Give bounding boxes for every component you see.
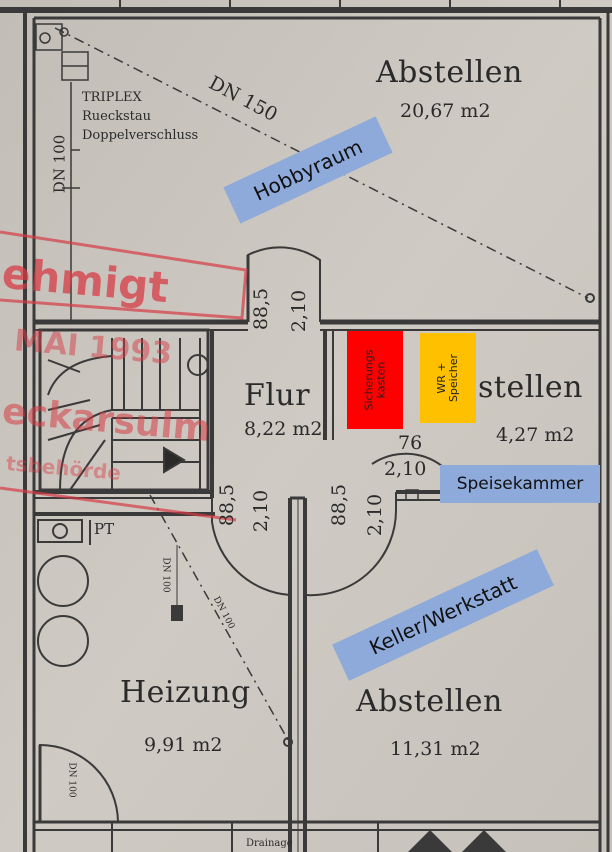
room-abstellen-bottom-name: Abstellen bbox=[356, 684, 503, 719]
door-left-height: 2,10 bbox=[250, 489, 273, 533]
room-heizung-name: Heizung bbox=[120, 675, 251, 710]
door-swings bbox=[38, 246, 443, 823]
staircase bbox=[38, 328, 210, 492]
room-abstellen-top-name: Abstellen bbox=[376, 55, 523, 90]
door-pantry-width: 76 bbox=[398, 432, 423, 454]
room-heizung-area: 9,91 m2 bbox=[144, 734, 223, 756]
pipe-lines bbox=[54, 27, 589, 741]
room-flur-area: 8,22 m2 bbox=[244, 418, 323, 440]
dn100-small-label: DN 100 bbox=[160, 557, 171, 593]
speisekammer-label: Speisekammer bbox=[440, 465, 600, 503]
heating-fixtures bbox=[37, 519, 183, 667]
triplex-line-2: Rueckstau bbox=[82, 109, 152, 124]
sicherungskasten-text: Sicherungs kasten bbox=[362, 349, 388, 411]
triplex-line-3: Doppelverschluss bbox=[82, 128, 199, 143]
sicherungskasten-box: Sicherungs kasten bbox=[347, 331, 403, 429]
room-abstellen-top-area: 20,67 m2 bbox=[400, 100, 491, 122]
drain-fixtures bbox=[35, 23, 89, 320]
sicherung-line-2: kasten bbox=[374, 361, 388, 399]
door-pantry-height: 2,10 bbox=[384, 458, 427, 480]
door-mid-height: 2,10 bbox=[364, 493, 387, 537]
wr-line-2: Speicher bbox=[446, 353, 460, 403]
approval-stamp-frame bbox=[0, 230, 248, 522]
sicherung-line-1: Sicherungs bbox=[362, 349, 376, 411]
door-top-width: 88,5 bbox=[250, 287, 273, 331]
footer-label: Drainage bbox=[246, 838, 293, 849]
dn100-label: DN 100 bbox=[50, 134, 69, 194]
triplex-label: TRIPLEX Rueckstau Doppelverschluss bbox=[82, 88, 198, 145]
door-top-height: 2,10 bbox=[288, 289, 311, 333]
room-abstellen-mid-area: 4,27 m2 bbox=[496, 424, 575, 446]
wr-speicher-text: WR + Speicher bbox=[435, 353, 460, 403]
triplex-line-1: TRIPLEX bbox=[82, 90, 142, 105]
room-abstellen-bottom-area: 11,31 m2 bbox=[390, 738, 481, 760]
room-abstellen-mid-name: stellen bbox=[478, 370, 583, 405]
dn-bottom-label: DN 100 bbox=[66, 762, 77, 798]
room-flur-name: Flur bbox=[244, 378, 311, 413]
door-left-width: 88,5 bbox=[216, 483, 239, 527]
speisekammer-label-text: Speisekammer bbox=[456, 474, 584, 494]
door-mid-width: 88,5 bbox=[328, 483, 351, 527]
bottom-arrows bbox=[408, 830, 506, 852]
wr-speicher-box: WR + Speicher bbox=[420, 333, 476, 423]
pt-label: PT bbox=[94, 520, 115, 538]
